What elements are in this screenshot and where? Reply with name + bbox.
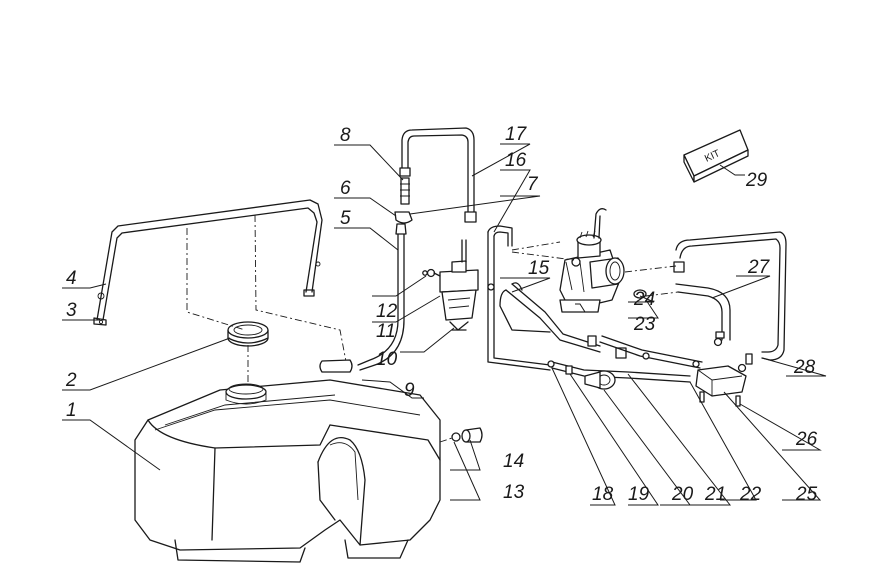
callout-25: 25 xyxy=(795,484,818,505)
assembly-line xyxy=(186,228,246,331)
assembly-line xyxy=(254,214,349,373)
callout-6: 6 xyxy=(340,178,351,199)
fuel-hose-carb-right xyxy=(624,231,787,361)
callout-7: 7 xyxy=(527,174,539,195)
callout-16: 16 xyxy=(505,150,527,171)
fuel-hose-left xyxy=(319,127,477,373)
callout-26: 26 xyxy=(795,429,818,450)
callout-12: 12 xyxy=(376,301,398,322)
callout-23: 23 xyxy=(633,314,656,335)
kit-box: KIT xyxy=(683,129,749,183)
leader-lines xyxy=(62,143,827,506)
callout-8: 8 xyxy=(340,125,351,146)
carburetor xyxy=(559,208,625,313)
fuel-hose-carb-left xyxy=(487,225,601,371)
callout-29: 29 xyxy=(745,170,768,191)
fuel-filter-assembly xyxy=(422,260,479,331)
callout-1: 1 xyxy=(66,400,77,421)
callout-22: 22 xyxy=(739,484,762,505)
callout-24: 24 xyxy=(633,289,655,310)
callout-2: 2 xyxy=(65,370,77,391)
callout-18: 18 xyxy=(592,484,614,505)
callout-27: 27 xyxy=(747,257,771,278)
fuel-line-lower xyxy=(547,335,703,390)
tank-strap xyxy=(93,199,323,326)
callout-11: 11 xyxy=(376,321,396,342)
callout-4: 4 xyxy=(66,268,77,289)
callout-14: 14 xyxy=(503,451,524,472)
tank-fitting xyxy=(439,427,483,443)
callout-15: 15 xyxy=(528,258,550,279)
callout-19: 19 xyxy=(628,484,650,505)
callout-21: 21 xyxy=(704,484,726,505)
fuel-pump xyxy=(695,331,753,407)
callout-28: 28 xyxy=(793,357,816,378)
callout-3: 3 xyxy=(66,300,77,321)
callout-9: 9 xyxy=(404,380,415,401)
callout-20: 20 xyxy=(671,484,694,505)
callout-17: 17 xyxy=(505,124,528,145)
callouts: 1 2 3 4 5 6 7 8 9 10 11 12 13 14 15 16 1… xyxy=(65,124,818,505)
fuel-tank xyxy=(134,379,441,563)
tank-cap xyxy=(227,321,269,347)
callout-10: 10 xyxy=(376,349,398,370)
callout-13: 13 xyxy=(503,482,525,503)
callout-5: 5 xyxy=(340,208,351,229)
